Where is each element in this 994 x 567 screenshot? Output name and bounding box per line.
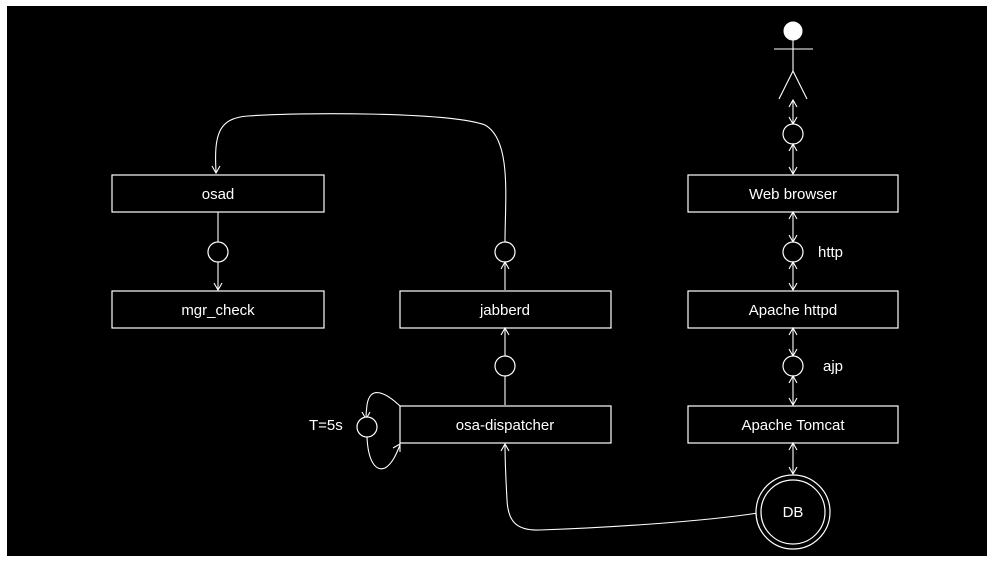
box-osad: osad [111, 174, 325, 213]
arrowhead-db-down [788, 466, 798, 476]
node-osad-mgr [207, 241, 229, 263]
box-apache-httpd-label: Apache httpd [749, 302, 837, 319]
box-osa-dispatcher-label: osa-dispatcher [456, 417, 554, 434]
node-http [782, 241, 804, 263]
arrowhead-jabberd-up [500, 260, 510, 270]
edge-db-to-dispatcher [504, 443, 759, 531]
arrowhead-browser-up [788, 142, 798, 152]
arrowhead-ajp-up [788, 326, 798, 336]
edge-timer-loop-bottom [366, 436, 401, 470]
box-apache-tomcat: Apache Tomcat [687, 405, 899, 444]
node-ajp [782, 355, 804, 377]
box-web-browser-label: Web browser [749, 186, 837, 203]
arrowhead-dispatcher [500, 442, 510, 452]
box-jabberd-label: jabberd [479, 302, 530, 319]
arrowhead-osad [211, 165, 221, 175]
box-jabberd: jabberd [399, 290, 612, 329]
edge-jabberd-to-osad [215, 113, 507, 243]
diagram-background [7, 6, 987, 556]
box-mgr-check: mgr_check [111, 290, 325, 329]
arrowhead-to-jabberd [500, 326, 510, 336]
node-dispatcher-jabberd [494, 355, 516, 377]
arrowhead-mgr-check [213, 282, 223, 292]
arrowhead-user-up [788, 98, 798, 108]
arrowhead-httpd-down [788, 282, 798, 292]
arrowhead-httpd-up [788, 260, 798, 270]
box-apache-tomcat-label: Apache Tomcat [741, 417, 845, 434]
node-timer [356, 416, 378, 438]
database-node: DB [755, 474, 831, 550]
arrowhead-db-up [788, 441, 798, 451]
protocol-ajp-label: ajp [823, 358, 843, 375]
arrowhead-tomcat-up [788, 374, 798, 384]
box-web-browser: Web browser [687, 174, 899, 213]
arrowhead-tomcat-down [788, 397, 798, 407]
arrowhead-timer-bottom [392, 443, 401, 452]
node-jabberd-osad [494, 241, 516, 263]
database-label: DB [783, 504, 804, 521]
box-mgr-check-label: mgr_check [181, 302, 255, 319]
box-osad-label: osad [202, 186, 235, 203]
arrowhead-http-up [788, 210, 798, 220]
arrowhead-browser-down [788, 166, 798, 176]
node-user-browser [782, 123, 804, 145]
timer-label: T=5s [309, 417, 343, 434]
box-apache-httpd: Apache httpd [687, 290, 899, 329]
box-osa-dispatcher: osa-dispatcher [399, 405, 612, 444]
protocol-http-label: http [818, 244, 843, 261]
user-actor-icon [774, 21, 813, 100]
